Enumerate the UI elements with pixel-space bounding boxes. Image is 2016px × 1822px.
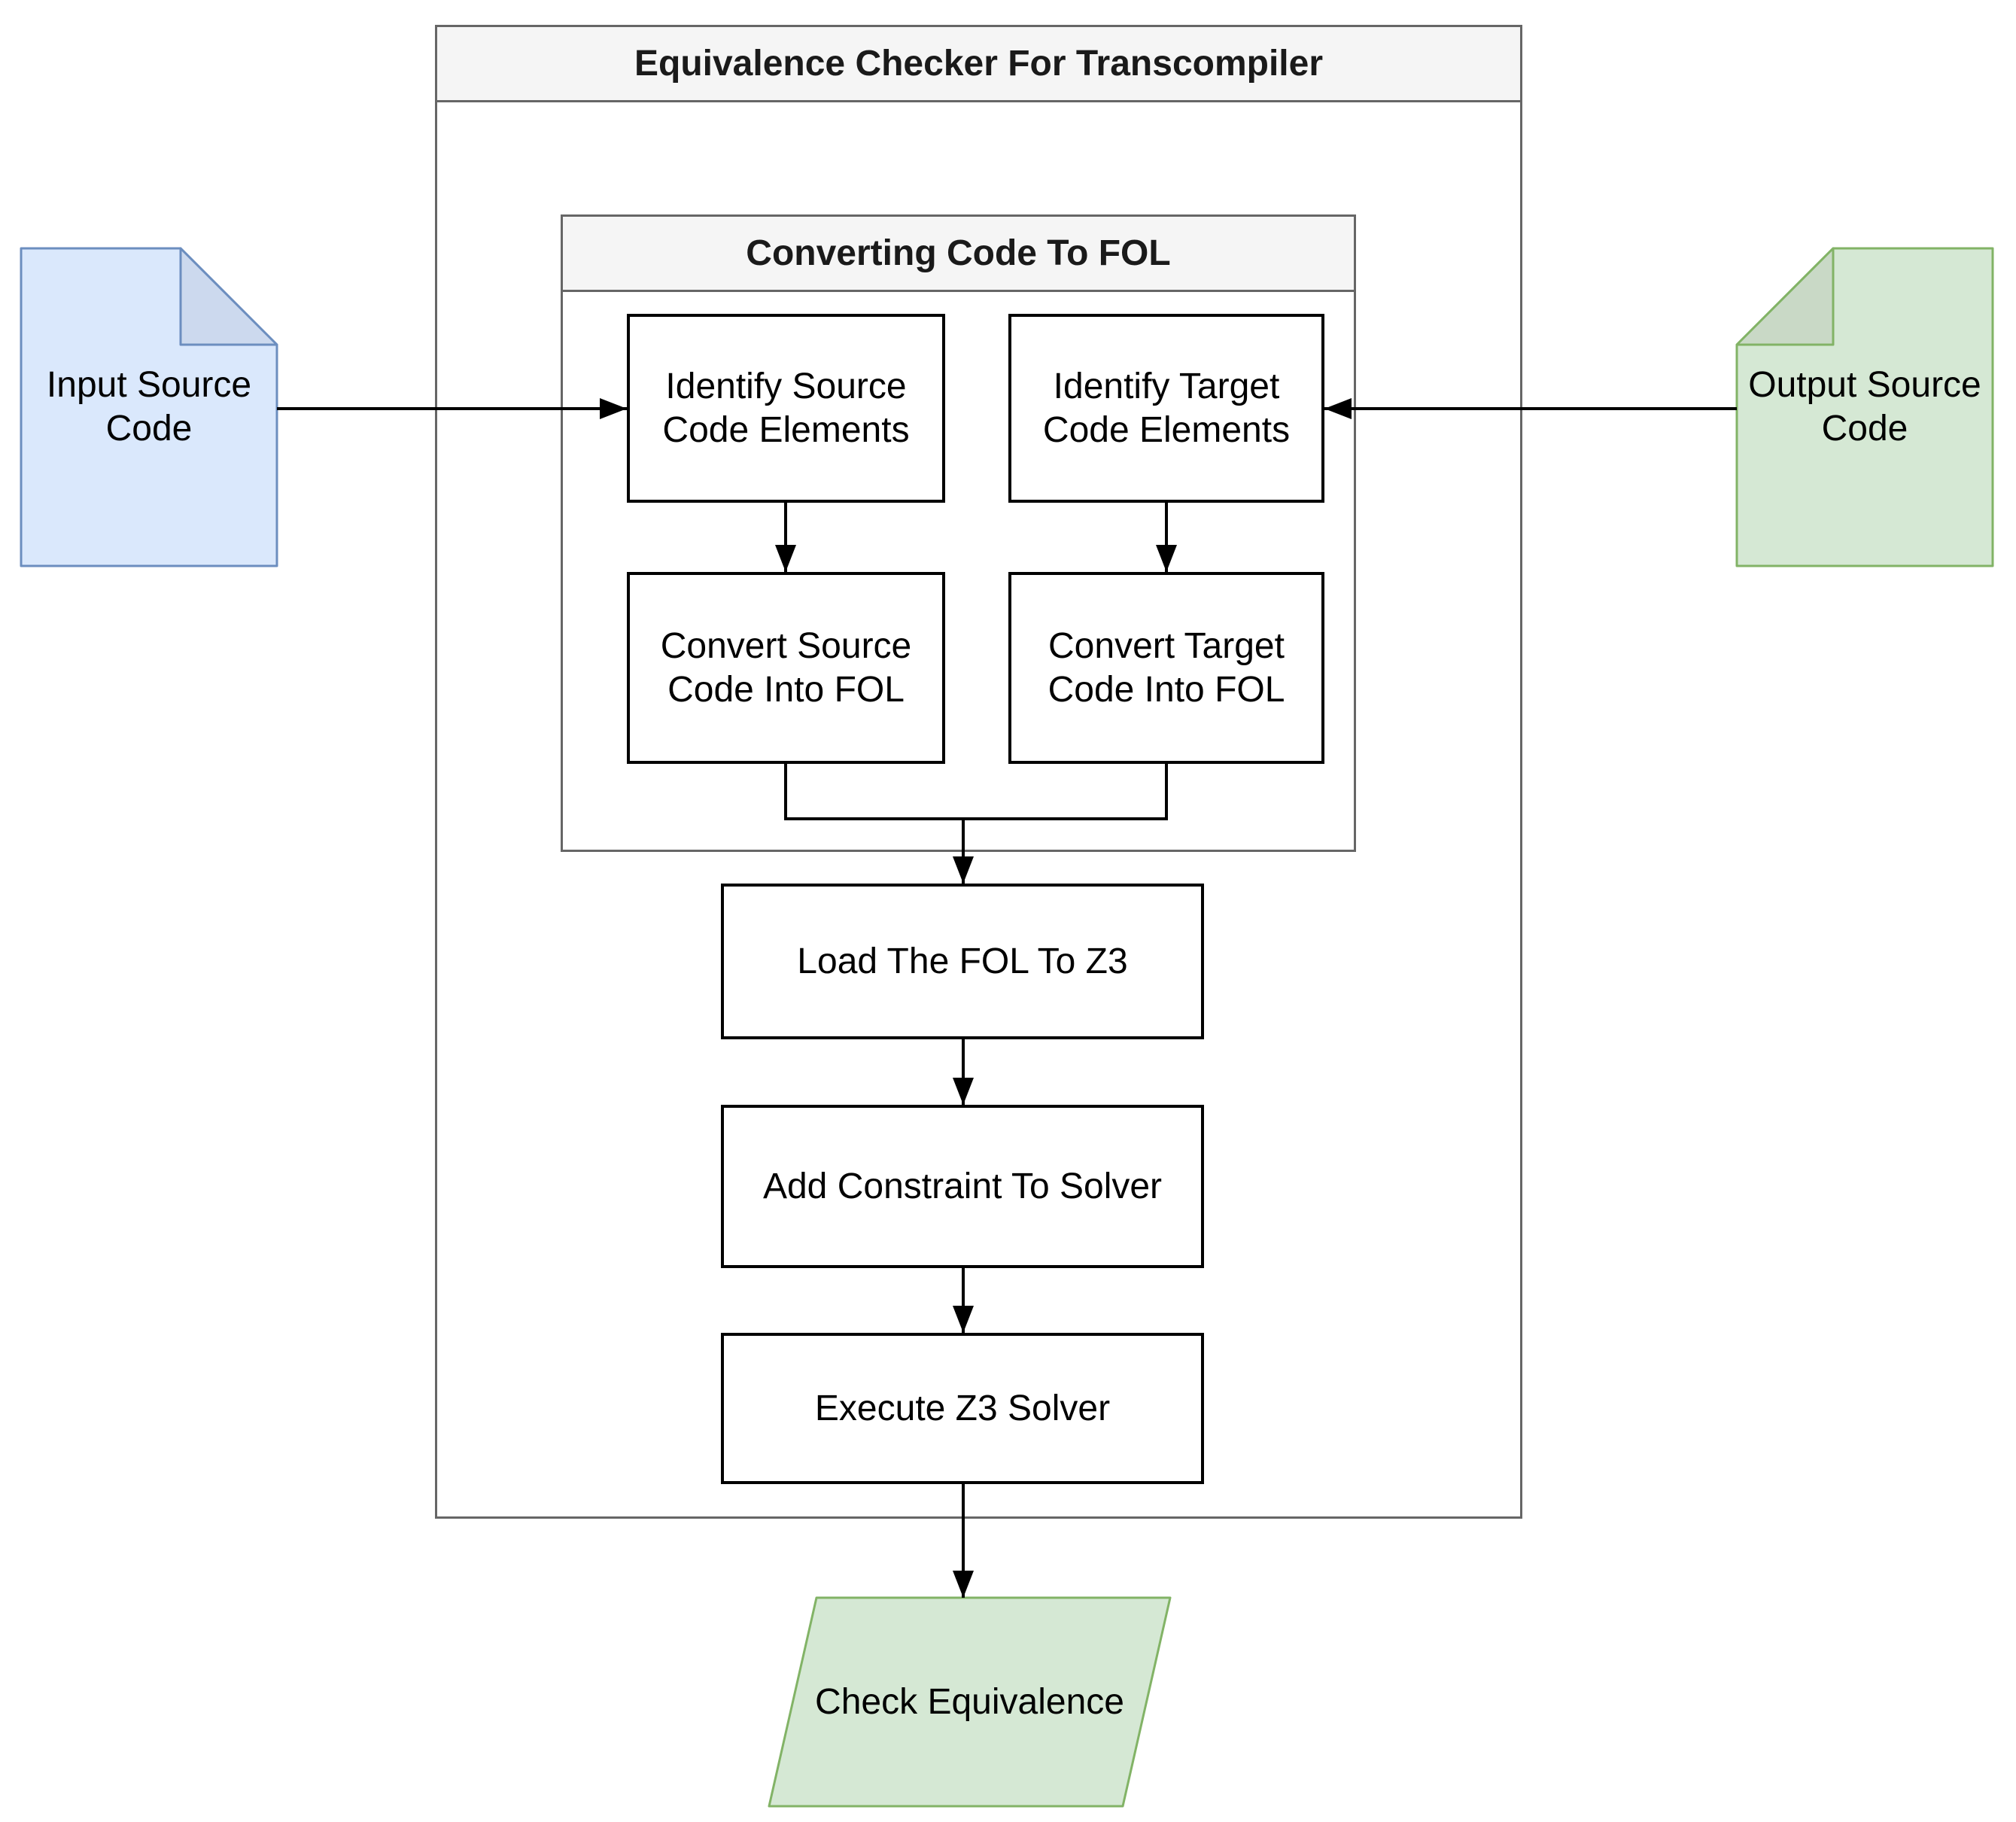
outer-container-title: Equivalence Checker For Transcompiler <box>634 44 1324 84</box>
node-add-constraint: Add Constraint To Solver <box>721 1105 1204 1268</box>
node-convert-source: Convert Source Code Into FOL <box>627 572 945 764</box>
check-equivalence: Check Equivalence <box>769 1598 1170 1806</box>
node-add-constraint-label: Add Constraint To Solver <box>762 1166 1163 1206</box>
inner-container-title: Converting Code To FOL <box>746 233 1171 273</box>
node-convert-target-label: Convert Target Code Into FOL <box>1048 625 1285 710</box>
node-identify-source-label: Identify Source Code Elements <box>662 366 910 450</box>
output-document-label: Output Source Code <box>1748 365 1981 449</box>
inner-container: Converting Code To FOL <box>561 214 1356 852</box>
input-document: Input Source Code <box>21 248 277 566</box>
node-execute-solver-label: Execute Z3 Solver <box>814 1388 1111 1428</box>
node-identify-source: Identify Source Code Elements <box>627 314 945 503</box>
outer-container-header: Equivalence Checker For Transcompiler <box>437 27 1520 102</box>
node-execute-solver: Execute Z3 Solver <box>721 1333 1204 1484</box>
node-convert-target: Convert Target Code Into FOL <box>1008 572 1324 764</box>
outer-container: Equivalence Checker For Transcompiler <box>435 25 1522 1519</box>
inner-container-header: Converting Code To FOL <box>563 217 1354 292</box>
output-document: Output Source Code <box>1737 248 1993 566</box>
node-convert-source-label: Convert Source Code Into FOL <box>660 625 912 710</box>
node-load-fol-label: Load The FOL To Z3 <box>797 941 1128 981</box>
check-equivalence-label: Check Equivalence <box>815 1681 1124 1722</box>
node-identify-target-label: Identify Target Code Elements <box>1042 366 1291 450</box>
node-identify-target: Identify Target Code Elements <box>1008 314 1324 503</box>
node-load-fol: Load The FOL To Z3 <box>721 884 1204 1039</box>
input-document-label: Input Source Code <box>46 365 252 449</box>
